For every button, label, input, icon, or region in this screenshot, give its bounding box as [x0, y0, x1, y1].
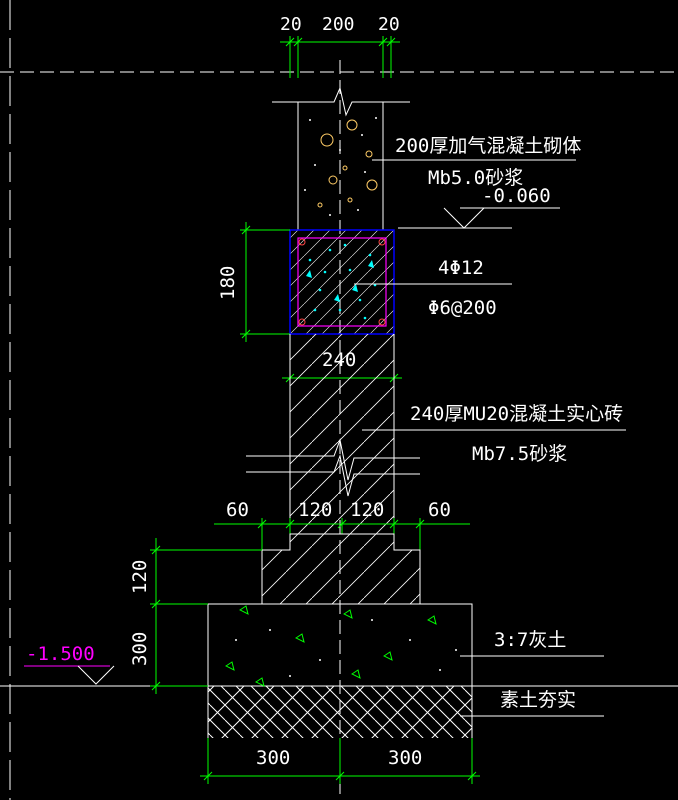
cushion-dots	[235, 619, 457, 677]
dim-step-right: 60	[428, 499, 451, 521]
label-compacted-soil: 素土夯实	[500, 689, 576, 711]
break-line-top	[272, 86, 410, 117]
dim-top-left: 20	[280, 14, 302, 35]
dim-step-inner-left: 120	[298, 499, 332, 521]
top-dimension-chain: 20 200 20	[280, 14, 400, 78]
aerated-voids	[317, 119, 378, 208]
label-brick-mortar: Mb7.5砂浆	[472, 443, 567, 465]
callout-lime-soil: 3:7灰土	[460, 629, 604, 657]
label-brick-wall: 240厚MU20混凝土实心砖	[410, 403, 623, 425]
brick-wall	[246, 334, 420, 534]
label-top-elevation: -0.060	[482, 185, 551, 207]
dim-bottom-right: 300	[388, 747, 422, 769]
stirrup-outline	[297, 237, 387, 327]
main-rebars	[298, 238, 386, 326]
label-block-mortar: Mb5.0砂浆	[428, 167, 523, 189]
beam-outline	[289, 229, 395, 335]
label-block-wall: 200厚加气混凝土砌体	[395, 135, 581, 157]
compacted-soil	[207, 686, 473, 738]
callout-block-wall: 200厚加气混凝土砌体 Mb5.0砂浆	[372, 135, 581, 189]
aerated-dots	[304, 117, 377, 216]
ring-beam	[289, 229, 395, 335]
left-vertical-dimensions: 120 300	[129, 538, 262, 694]
dim-cushion-height: 300	[129, 632, 151, 666]
elevation-marker-top: -0.060	[398, 185, 560, 229]
dim-footing-height: 120	[129, 560, 151, 594]
dim-top-right: 20	[378, 14, 400, 35]
bottom-dimension-chain: 300 300	[200, 738, 480, 784]
elevation-marker-bottom: -1.500	[24, 643, 115, 685]
dim-step-inner-right: 120	[350, 499, 384, 521]
brick-footing-step	[261, 533, 421, 605]
dim-beam-height: 180	[217, 266, 239, 300]
label-lime-soil: 3:7灰土	[494, 629, 566, 651]
dim-bottom-left: 300	[256, 747, 290, 769]
label-stirrup: Φ6@200	[428, 297, 497, 319]
dim-step-left: 60	[226, 499, 249, 521]
aerated-block-wall	[272, 86, 410, 230]
callout-brick-wall: 240厚MU20混凝土实心砖 Mb7.5砂浆	[362, 403, 626, 465]
break-line-middle	[246, 438, 420, 481]
callout-rebar: 4Φ12 Φ6@200	[354, 257, 512, 319]
label-bottom-elevation: -1.500	[26, 643, 95, 665]
label-main-rebar: 4Φ12	[438, 257, 484, 279]
callout-compacted-soil: 素土夯实	[460, 689, 604, 717]
beam-aggregate	[306, 243, 377, 320]
beam-height-dimension: 180	[217, 222, 290, 342]
step-dimension-chain: 60 120 120 60	[214, 499, 470, 550]
dim-top-wall-width: 200	[322, 14, 355, 35]
cushion-aggregate	[225, 605, 437, 687]
